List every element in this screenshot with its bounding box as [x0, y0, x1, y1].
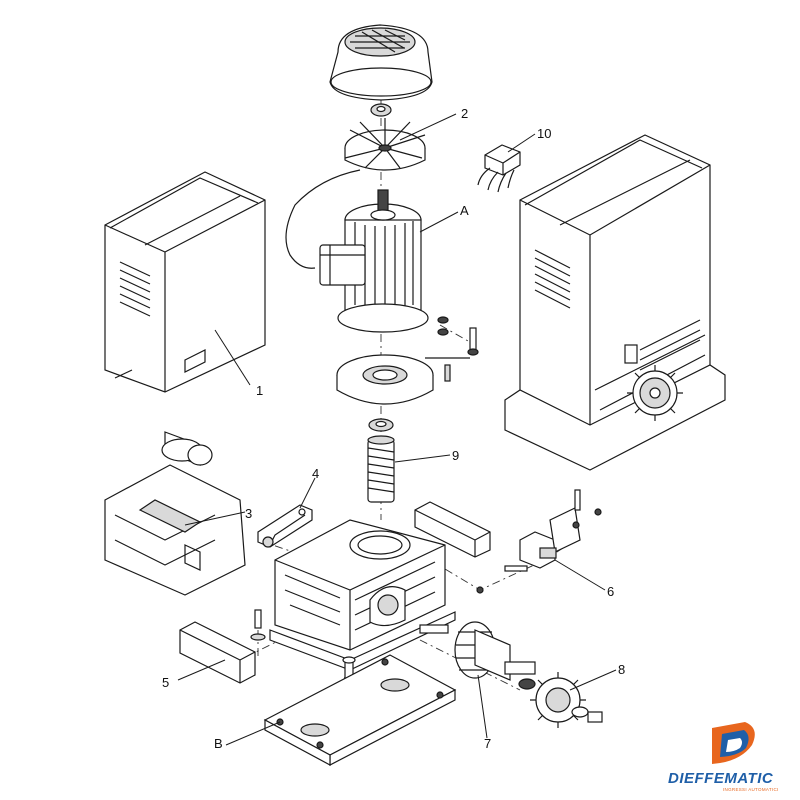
base-screws	[250, 586, 484, 691]
rubber-pad	[179, 621, 256, 684]
callout-7: 7	[484, 736, 491, 751]
callout-labels: 1 2 3 4 5 6 7 8 9 10 A B	[162, 106, 625, 751]
electrical-connector	[477, 144, 521, 193]
brand-tagline: INGRESSI AUTOMATICI	[723, 787, 779, 792]
callout-3: 3	[245, 506, 252, 521]
side-guard	[414, 501, 491, 558]
callout-9: 9	[452, 448, 459, 463]
callout-4: 4	[312, 466, 319, 481]
callout-1: 1	[256, 383, 263, 398]
seal-ring	[368, 418, 394, 432]
motor-cover	[104, 171, 266, 393]
callout-10: 10	[537, 126, 551, 141]
callout-6: 6	[607, 584, 614, 599]
drive-gear-shaft	[454, 621, 536, 690]
callout-8: 8	[618, 662, 625, 677]
dieffematic-logo: DIEFFEMATIC INGRESSI AUTOMATICI	[668, 722, 779, 792]
worm-screw	[367, 435, 395, 503]
fan-cover	[329, 24, 433, 101]
cooling-fan	[344, 118, 426, 171]
limit-bracket	[257, 504, 313, 548]
callout-B: B	[214, 736, 223, 751]
dieffematic-logo-mark	[712, 722, 755, 764]
motor-cable	[285, 169, 361, 269]
base-plate	[263, 654, 457, 767]
brand-name: DIEFFEMATIC	[668, 770, 774, 787]
callout-2: 2	[461, 106, 468, 121]
limit-switch	[504, 489, 602, 572]
callout-A: A	[460, 203, 469, 218]
motor-flange	[336, 354, 434, 405]
callout-5: 5	[162, 675, 169, 690]
callout-leaders	[177, 113, 617, 746]
motor-screws	[425, 316, 479, 382]
release-handle	[104, 464, 246, 596]
cylindrical-spacer	[161, 431, 213, 466]
assembled-operator	[504, 134, 726, 471]
electric-motor	[319, 189, 429, 333]
gearbox-housing	[269, 519, 456, 671]
bearing-washer	[370, 103, 392, 117]
output-pinion	[530, 672, 603, 728]
